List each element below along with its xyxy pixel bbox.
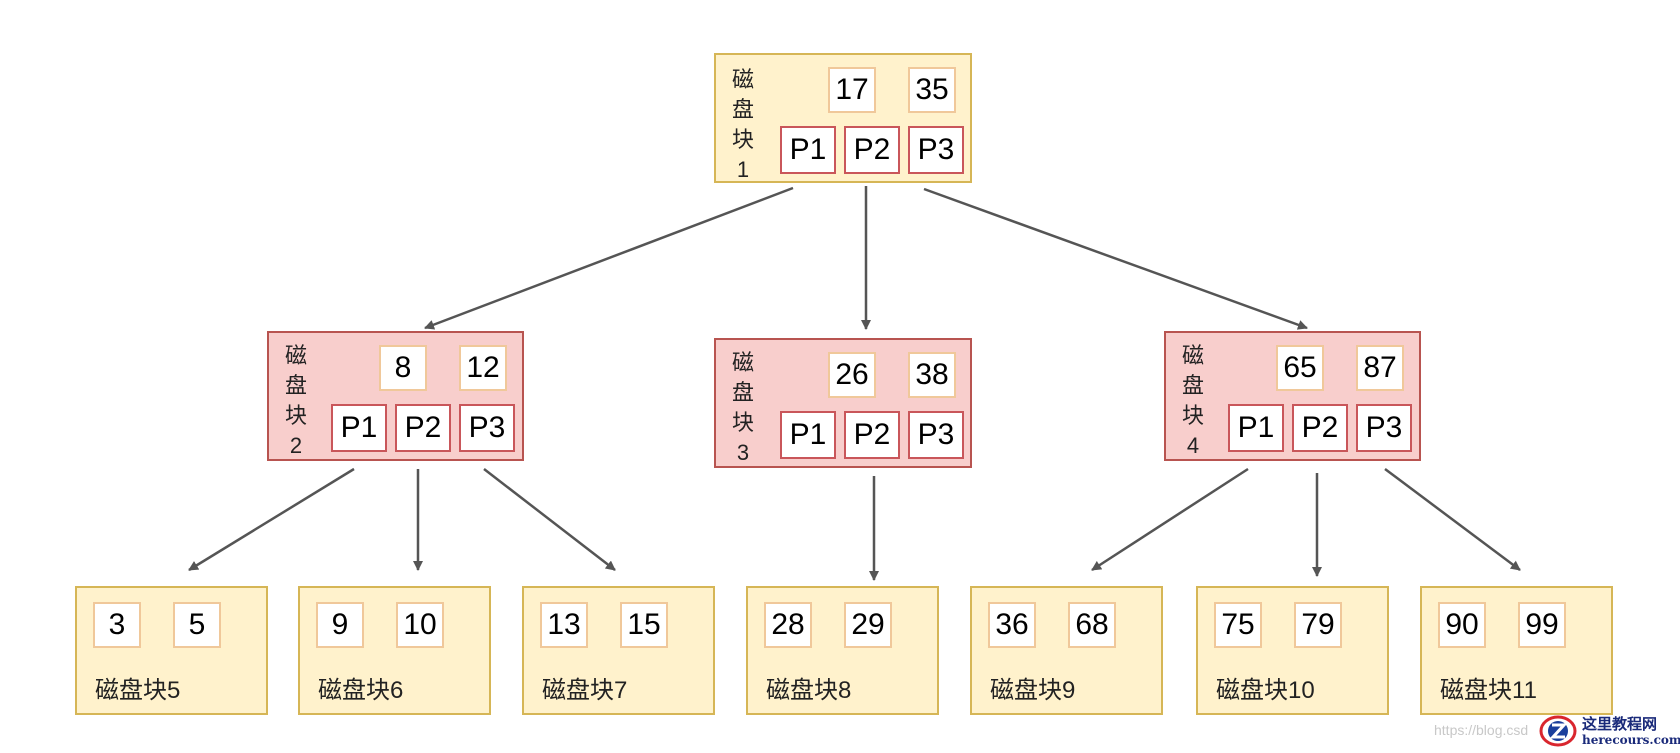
disk-block-2: 磁 盘 块 2 8 12 P1 P2 P3 xyxy=(267,331,524,461)
edge-block4-p3-to-block11 xyxy=(1384,467,1521,572)
disk-block-11: 90 99 磁盘块11 xyxy=(1420,586,1613,715)
pointer-cell: P2 xyxy=(1292,404,1348,452)
edge-root-p1-to-block2 xyxy=(424,186,794,330)
site-logo: 这里教程网 herecours.com xyxy=(1538,711,1680,753)
disk-block-9: 36 68 磁盘块9 xyxy=(970,586,1163,715)
pointer-cell: P3 xyxy=(908,126,964,174)
disk-block-label: 磁盘块5 xyxy=(95,677,181,704)
key-cell: 9 xyxy=(316,602,364,648)
key-cell: 28 xyxy=(764,602,812,648)
key-cell: 17 xyxy=(828,67,876,113)
pointer-cell: P1 xyxy=(780,411,836,459)
pointer-cell: P3 xyxy=(459,404,515,452)
disk-block-label: 磁盘块11 xyxy=(1440,677,1537,704)
key-cell: 68 xyxy=(1068,602,1116,648)
site-name: 这里教程网 xyxy=(1582,715,1658,733)
disk-block-10: 75 79 磁盘块10 xyxy=(1196,586,1389,715)
key-cell: 8 xyxy=(379,345,427,391)
disk-block-label: 磁 盘 块 3 xyxy=(732,350,755,465)
edge-block2-p1-to-block5 xyxy=(188,467,355,572)
pointer-cell: P2 xyxy=(395,404,451,452)
pointer-cell: P1 xyxy=(1228,404,1284,452)
key-cell: 90 xyxy=(1438,602,1486,648)
disk-block-label: 磁盘块6 xyxy=(318,677,404,704)
disk-block-4: 磁 盘 块 4 65 87 P1 P2 P3 xyxy=(1164,331,1421,461)
pointer-cell: P1 xyxy=(331,404,387,452)
key-cell: 38 xyxy=(908,352,956,398)
key-cell: 13 xyxy=(540,602,588,648)
pointer-cell: P3 xyxy=(1356,404,1412,452)
disk-block-7: 13 15 磁盘块7 xyxy=(522,586,715,715)
key-cell: 99 xyxy=(1518,602,1566,648)
pointer-cell: P3 xyxy=(908,411,964,459)
key-cell: 79 xyxy=(1294,602,1342,648)
disk-block-label: 磁盘块7 xyxy=(542,677,628,704)
key-cell: 15 xyxy=(620,602,668,648)
site-logo-icon xyxy=(1539,715,1577,747)
disk-block-6: 9 10 磁盘块6 xyxy=(298,586,491,715)
key-cell: 35 xyxy=(908,67,956,113)
key-cell: 10 xyxy=(396,602,444,648)
key-cell: 12 xyxy=(459,345,507,391)
disk-block-8: 28 29 磁盘块8 xyxy=(746,586,939,715)
key-cell: 26 xyxy=(828,352,876,398)
site-domain: herecours.com xyxy=(1582,733,1680,747)
disk-block-5: 3 5 磁盘块5 xyxy=(75,586,268,715)
edge-block2-p3-to-block7 xyxy=(483,468,616,571)
key-cell: 3 xyxy=(93,602,141,648)
key-cell: 87 xyxy=(1356,345,1404,391)
disk-block-1: 磁 盘 块 1 17 35 P1 P2 P3 xyxy=(714,53,972,183)
edge-block4-p1-to-block9 xyxy=(1091,467,1249,572)
disk-block-label: 磁 盘 块 1 xyxy=(732,67,755,182)
pointer-cell: P1 xyxy=(780,126,836,174)
key-cell: 75 xyxy=(1214,602,1262,648)
key-cell: 36 xyxy=(988,602,1036,648)
pointer-cell: P2 xyxy=(844,411,900,459)
edge-root-p3-to-block4 xyxy=(923,187,1308,330)
disk-block-label: 磁 盘 块 4 xyxy=(1182,343,1205,458)
key-cell: 65 xyxy=(1276,345,1324,391)
disk-block-label: 磁盘块8 xyxy=(766,677,852,704)
key-cell: 5 xyxy=(173,602,221,648)
blog-url-watermark: https://blog.csd xyxy=(1434,722,1529,738)
disk-block-label: 磁盘块10 xyxy=(1216,677,1315,704)
disk-block-label: 磁盘块9 xyxy=(990,677,1076,704)
disk-block-label: 磁 盘 块 2 xyxy=(285,343,308,458)
disk-block-3: 磁 盘 块 3 26 38 P1 P2 P3 xyxy=(714,338,972,468)
key-cell: 29 xyxy=(844,602,892,648)
pointer-cell: P2 xyxy=(844,126,900,174)
